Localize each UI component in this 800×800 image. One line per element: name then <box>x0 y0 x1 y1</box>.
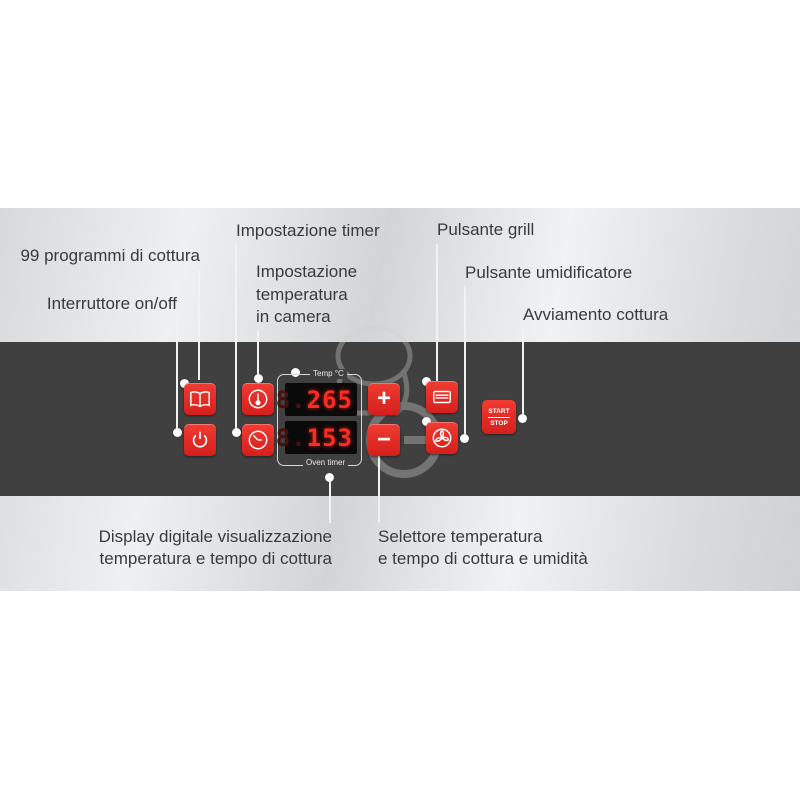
leader-programs <box>198 270 200 380</box>
display-temperature: 8.265 <box>276 383 357 416</box>
start-stop-divider <box>488 416 510 418</box>
label-grill: Pulsante grill <box>437 220 535 239</box>
plus-button[interactable]: + <box>368 383 400 415</box>
leader-dot-display <box>325 473 334 482</box>
leader-dot-selector-top <box>422 417 431 426</box>
label-display-line2: temperatura e tempo di cottura <box>99 549 332 568</box>
programs-button[interactable] <box>184 383 216 415</box>
label-timer: Impostazione timer <box>236 221 380 240</box>
plus-label: + <box>376 385 391 412</box>
minus-button[interactable]: − <box>368 424 400 456</box>
minus-label: − <box>376 426 391 453</box>
leader-timer <box>235 244 237 432</box>
leader-dot-start <box>518 414 527 423</box>
stop-label: STOP <box>490 419 508 427</box>
leader-grill <box>436 244 438 381</box>
grill-button[interactable] <box>426 381 458 413</box>
leader-dot-onoff <box>173 428 182 437</box>
display-timer: 8.153 <box>276 421 357 454</box>
power-icon <box>192 431 208 448</box>
display-temp-dim: 8. <box>275 385 307 414</box>
clock-icon <box>248 430 268 450</box>
leader-dot-temp <box>254 374 263 383</box>
leader-onoff <box>176 317 178 431</box>
control-panel <box>0 342 800 496</box>
timer-button[interactable] <box>242 424 274 456</box>
leader-dot-display-top <box>291 368 300 377</box>
label-selector-line1: Selettore temperatura <box>378 527 543 546</box>
leader-humidifier <box>464 286 466 438</box>
label-start-cooking: Avviamento cottura <box>523 305 669 324</box>
display-temp-value: 265 <box>306 385 353 414</box>
leader-selector <box>378 455 380 522</box>
temperature-button[interactable] <box>242 383 274 415</box>
label-selector-line2: e tempo di cottura e umidità <box>378 549 588 568</box>
label-display-line1: Display digitale visualizzazione <box>98 527 332 546</box>
power-button[interactable] <box>184 424 216 456</box>
display-timer-value: 153 <box>306 423 353 452</box>
start-stop-button[interactable]: START STOP <box>482 400 516 434</box>
label-programs: 99 programmi di cottura <box>20 246 200 265</box>
start-label: START <box>488 407 510 415</box>
leader-dot-humidifier <box>460 434 469 443</box>
grill-icon <box>433 390 451 404</box>
label-temp-line3: in camera <box>256 307 331 326</box>
book-icon <box>190 391 210 408</box>
display-timer-caption: Oven timer <box>303 458 349 468</box>
leader-display <box>329 477 331 523</box>
leader-dot-timer <box>232 428 241 437</box>
humidity-fan-icon <box>432 428 452 448</box>
display-timer-dim: 8. <box>275 423 307 452</box>
thermometer-icon <box>248 389 268 409</box>
label-onoff: Interruttore on/off <box>46 294 177 313</box>
leader-temp <box>257 330 259 378</box>
label-humidifier: Pulsante umidificatore <box>465 263 633 282</box>
label-temp-line1: Impostazione <box>256 262 358 281</box>
leader-start <box>522 328 524 418</box>
display-temp-caption: Temp °C <box>310 369 347 379</box>
humidifier-button[interactable] <box>426 422 458 454</box>
label-temp-line2: temperatura <box>256 285 348 304</box>
